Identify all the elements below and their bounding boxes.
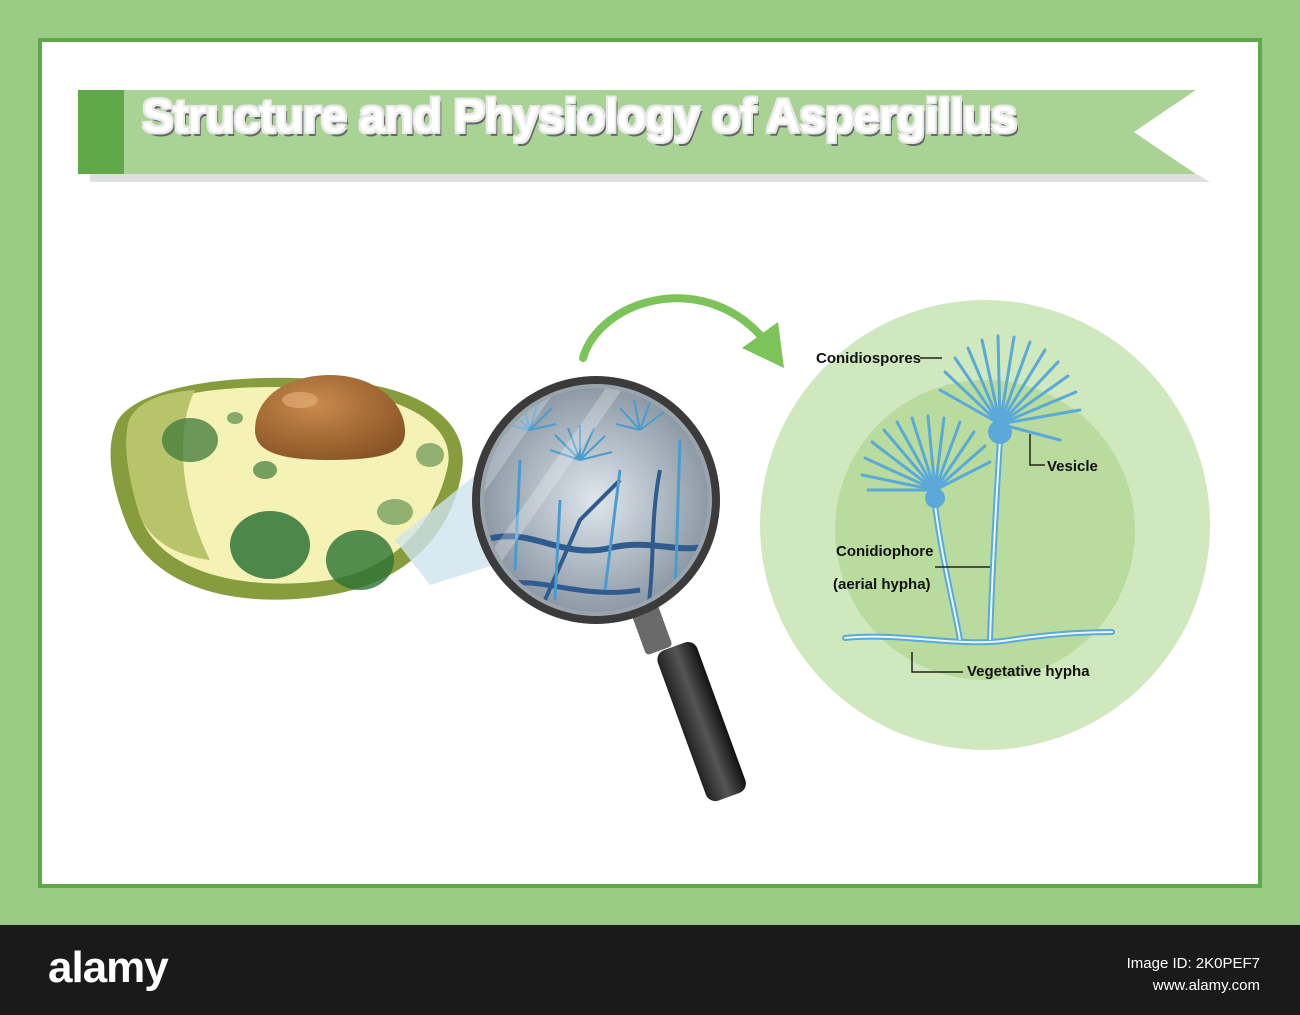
page-title: Structure and Physiology of Aspergillus xyxy=(142,89,1017,142)
footer-bar xyxy=(0,925,1300,1015)
label-conidiophore: Conidiophore xyxy=(836,543,934,560)
curved-arrow-icon xyxy=(579,294,784,368)
label-aerial-hypha: (aerial hypha) xyxy=(833,576,931,593)
label-vesicle: Vesicle xyxy=(1047,458,1098,475)
magnifying-glass-icon xyxy=(472,376,746,802)
footer-logo: alamy xyxy=(48,943,169,992)
site-url-text: www.alamy.com xyxy=(1152,977,1260,994)
illustration-canvas xyxy=(78,90,1210,802)
image-id-text: Image ID: 2K0PEF7 xyxy=(1126,955,1260,972)
label-conidiospores: Conidiospores xyxy=(816,350,922,367)
footer-image-id: Image ID: 2K0PEF7 www.alamy.com xyxy=(1127,953,1260,997)
aspergillus-diagram xyxy=(760,300,1210,750)
avocado-illustration xyxy=(110,375,463,600)
title-banner xyxy=(78,90,1210,182)
label-vegetative-hypha: Vegetative hypha xyxy=(967,663,1090,680)
